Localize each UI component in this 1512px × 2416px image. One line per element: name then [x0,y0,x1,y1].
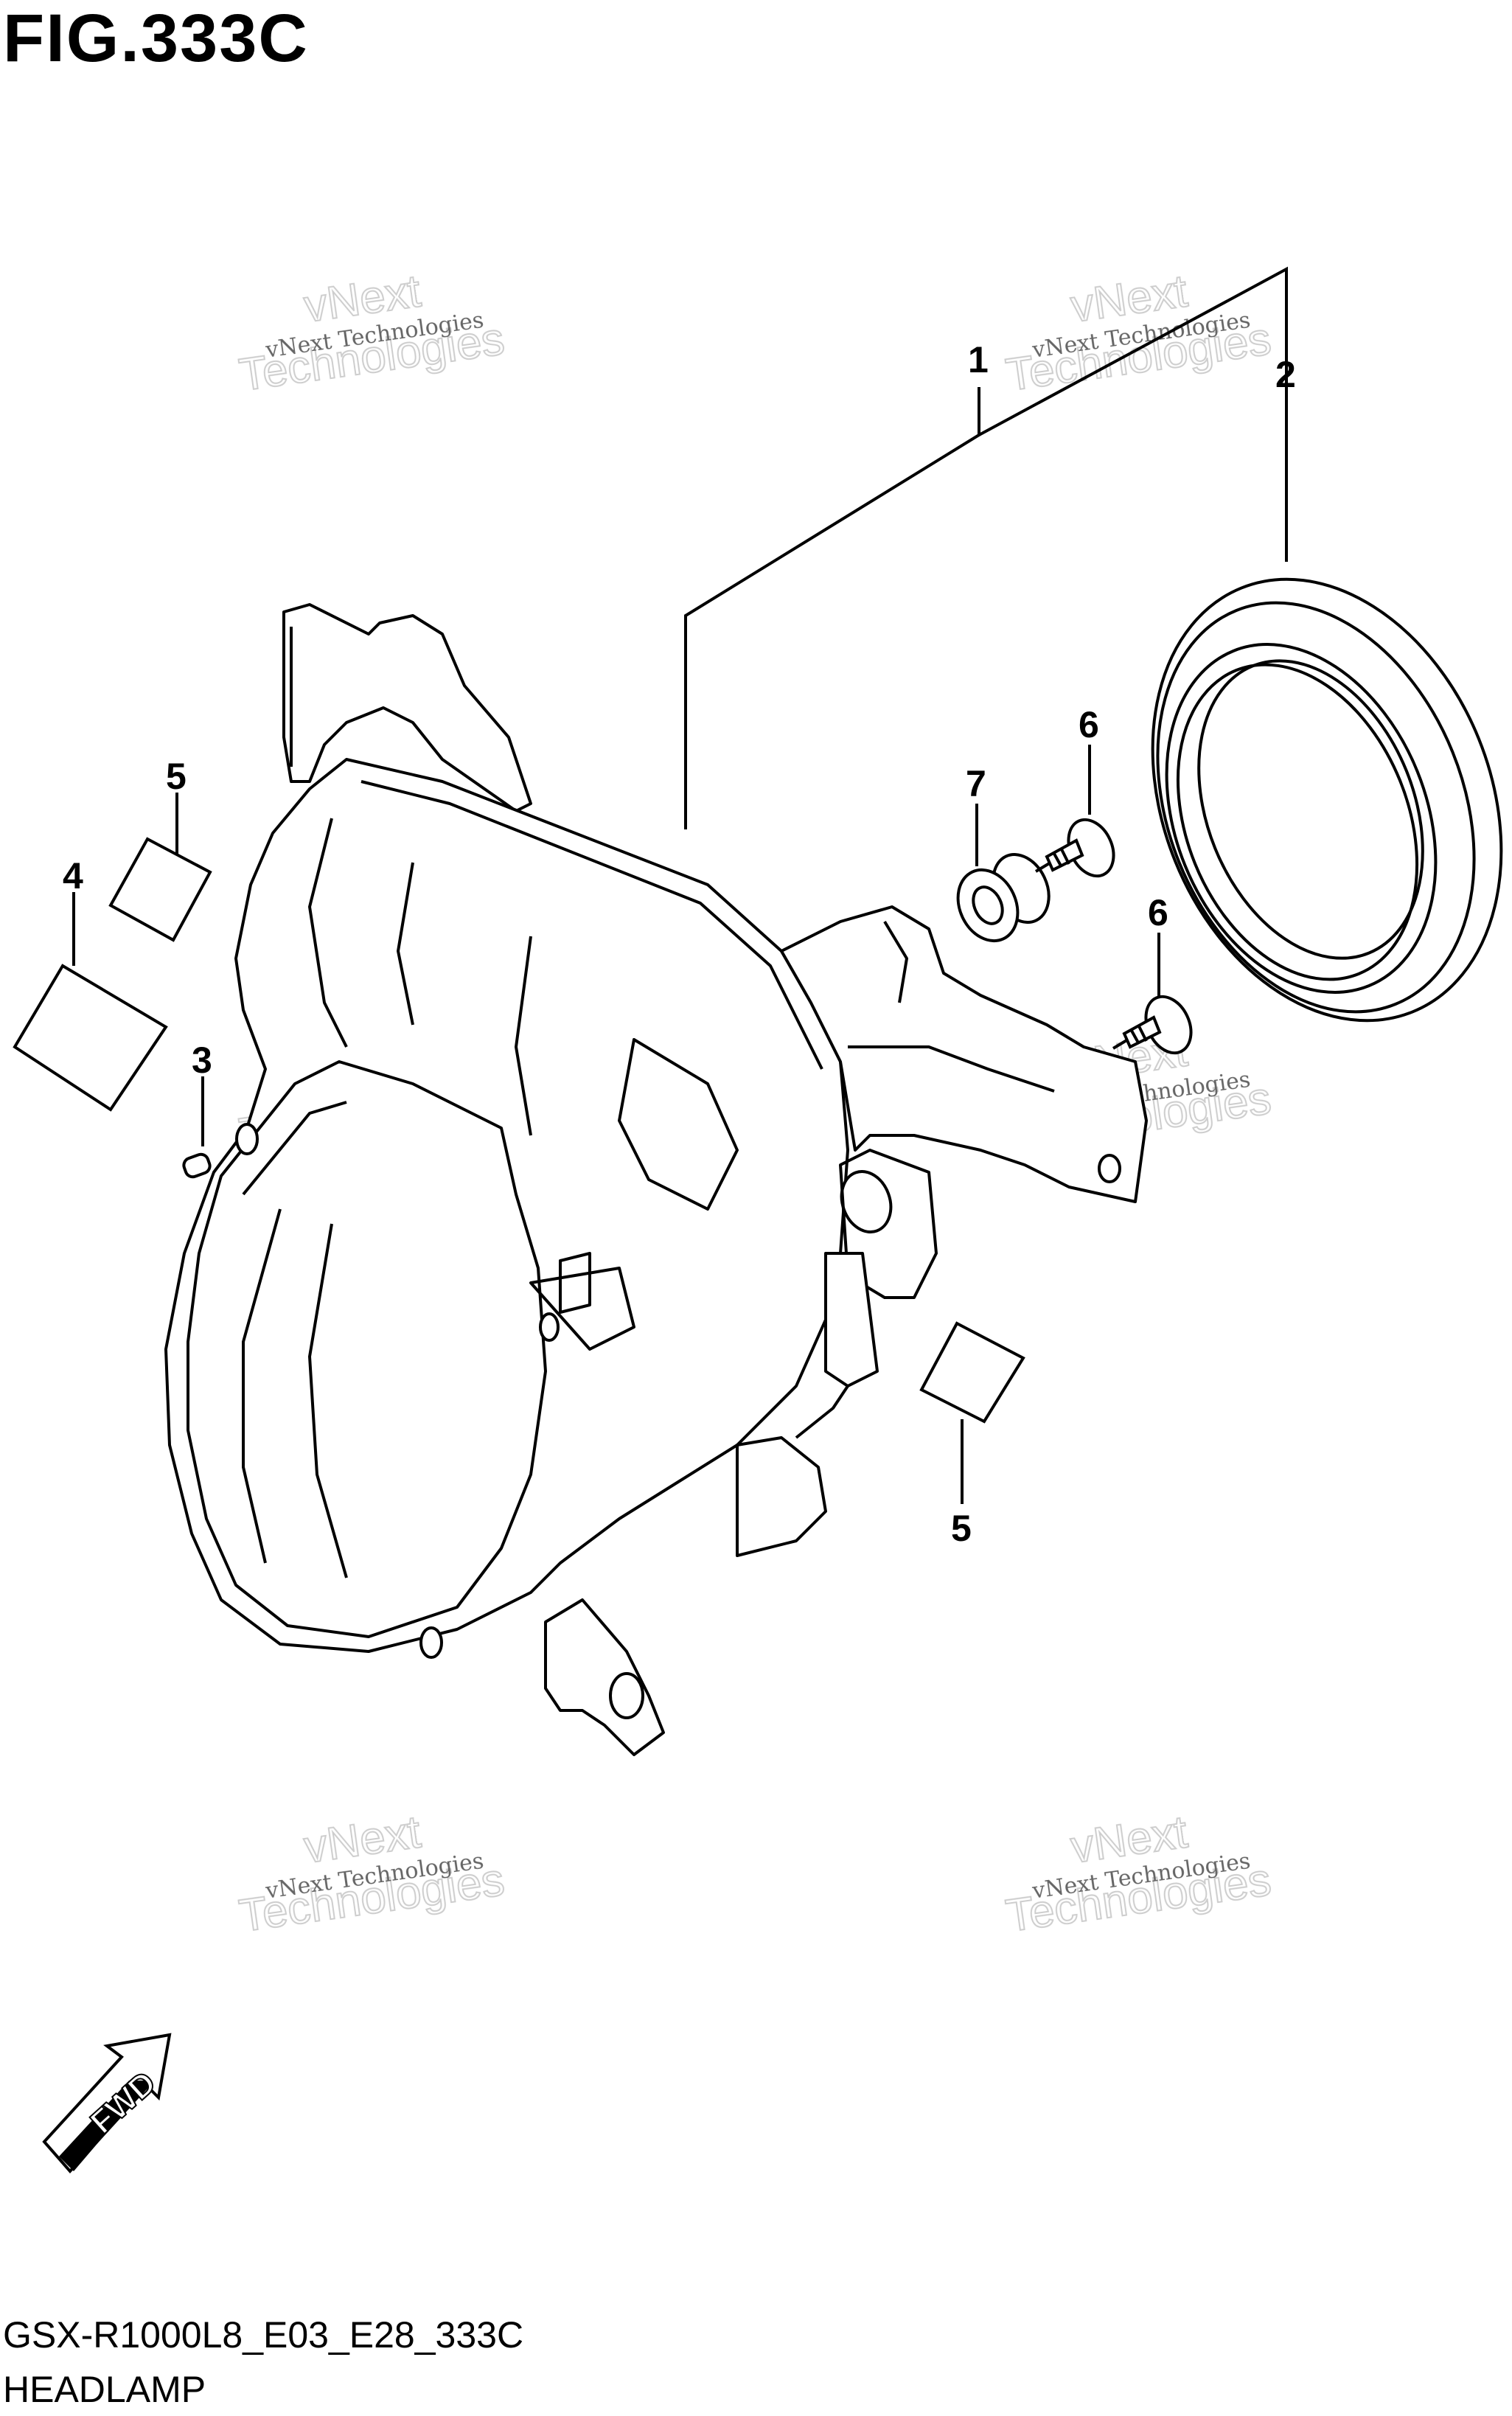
leader-lines [72,266,1288,1504]
figure-code: GSX-R1000L8_E03_E28_333C [3,2314,524,2356]
callout-5a: 5 [166,756,187,797]
label-sticker-4 [13,964,168,1112]
figure-name: HEADLAMP [3,2369,206,2410]
label-sticker-5a [108,837,212,942]
watermark: vNext Technologies vNext Technologies [1002,1806,1275,1943]
callout-7: 7 [966,763,986,804]
leader-line-1 [684,387,980,829]
callouts: 1 2 3 4 5 5 6 6 7 [63,339,1296,1549]
callout-1: 1 [968,339,989,380]
watermark: vNext Technologies vNext Technologies [235,265,508,402]
bezel-ring [1151,577,1503,1023]
callout-4: 4 [63,855,83,897]
cap-3 [182,1152,212,1179]
headlamp-assembly [164,603,1148,1756]
screw-6b [1112,995,1193,1055]
callout-5b: 5 [951,1508,972,1549]
callout-3: 3 [192,1040,212,1081]
watermark: vNext Technologies vNext Technologies [235,1806,508,1943]
callout-2: 2 [1275,354,1296,395]
watermark: vNext Technologies vNext Technologies [1002,265,1275,402]
grommet-7 [956,853,1051,943]
callout-6b: 6 [1148,892,1168,933]
leader-line-2 [978,266,1288,562]
callout-6a: 6 [1079,704,1099,745]
fwd-direction-arrow: FWD [42,2033,172,2174]
screw-6a [1034,818,1115,878]
figure-title: FIG.333C [3,1,309,76]
label-sticker-5b [919,1321,1025,1424]
